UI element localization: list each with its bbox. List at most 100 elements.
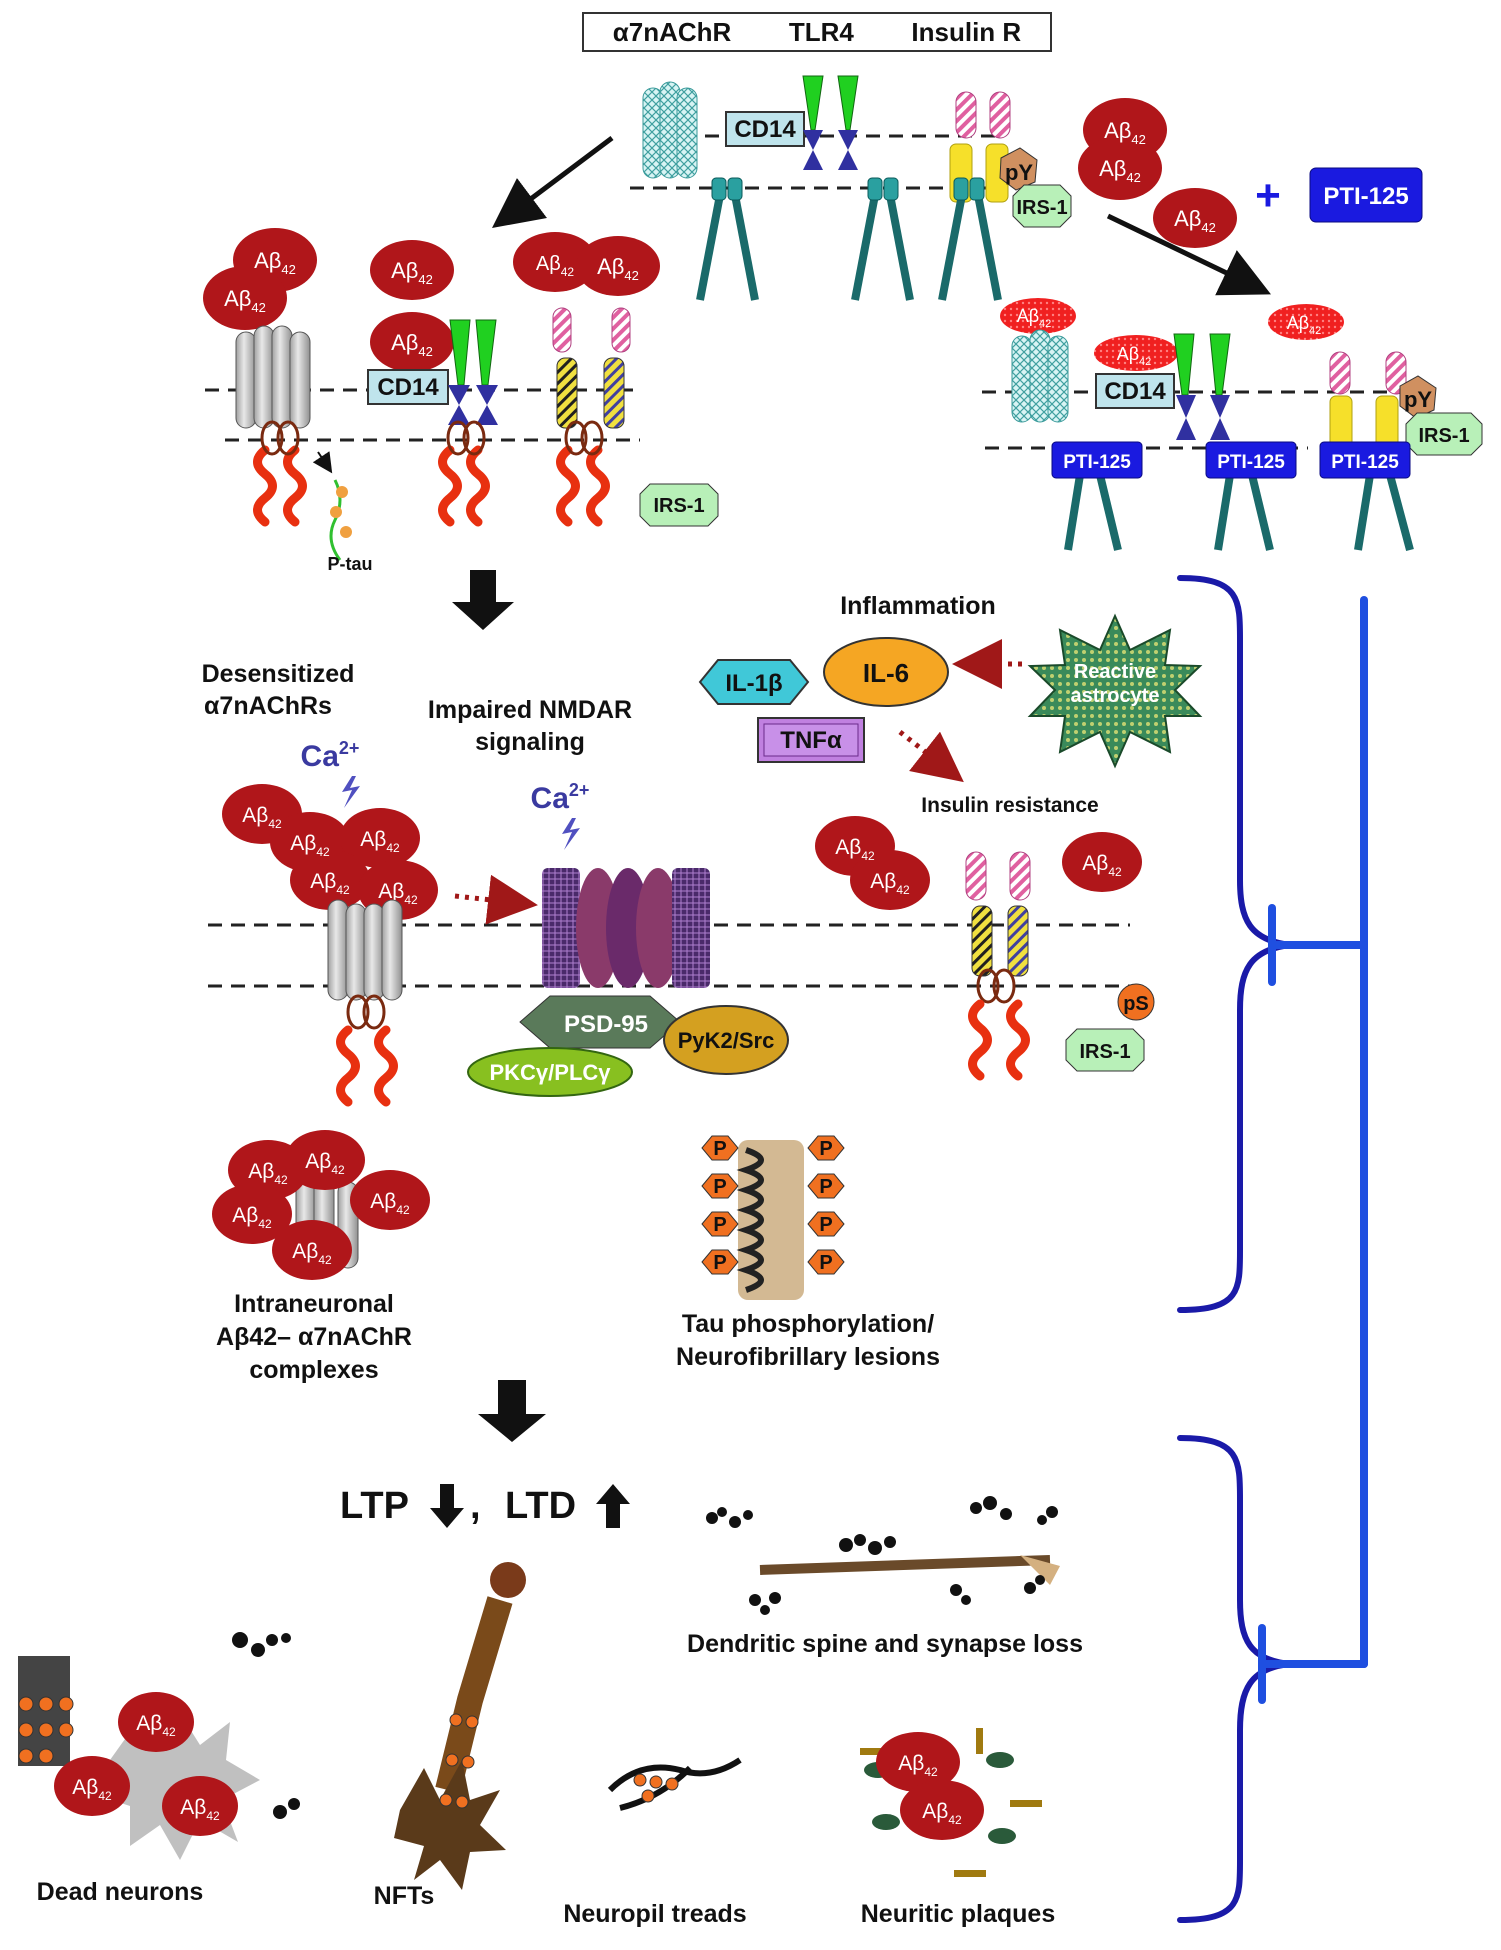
- desensitized-label-1: Desensitized: [202, 660, 355, 688]
- ab-left-4: Aβ42: [391, 330, 433, 359]
- nmdar-channel: [542, 868, 710, 988]
- plus-sign: +: [1255, 171, 1281, 220]
- pti125-top: [1309, 167, 1423, 223]
- p-6: P: [819, 1214, 832, 1236]
- ab-des-5: Aβ42: [378, 880, 418, 907]
- ps-label: pS: [1123, 993, 1149, 1015]
- ab-dead-3: Aβ42: [180, 1796, 220, 1823]
- cd14-top: [725, 111, 805, 147]
- tau-label-1: Tau phosphorylation/: [682, 1310, 934, 1338]
- ca-left: Ca2+: [301, 738, 360, 773]
- pkc-label: PKCγ/PLCγ: [489, 1060, 611, 1085]
- impaired-nmdar-label-1: Impaired NMDAR: [428, 696, 632, 724]
- intraneuronal-complexes: Aβ42 Aβ42 Aβ42 Aβ42 Aβ42 Intraneuronal A…: [212, 1130, 430, 1384]
- ab-in-3: Aβ42: [232, 1204, 272, 1231]
- ab-top-3: Aβ42: [1174, 206, 1216, 235]
- pti125-receptor-panel: Aβ42 Aβ42 CD14 Aβ42 pY IRS-1 PTI-125 PTI…: [982, 298, 1483, 552]
- pti125-top-label: PTI-125: [1323, 183, 1408, 210]
- cd14-top-label: CD14: [734, 116, 796, 143]
- neuritic-plaque-graphic: Aβ42 Aβ42 Neuritic plaques: [860, 1728, 1055, 1928]
- ab-des-3: Aβ42: [360, 828, 400, 855]
- ab-in-1: Aβ42: [248, 1160, 288, 1187]
- legend-a7nachr: α7nAChR: [612, 16, 732, 47]
- intraneuronal-label-1: Intraneuronal: [234, 1290, 394, 1318]
- pyk2-label: PyK2/Src: [678, 1028, 775, 1053]
- tnfa-label: TNFα: [780, 727, 842, 754]
- disease-receptor-panel: Aβ42 Aβ42 Aβ42 Aβ42 CD14 Aβ42 Aβ42: [203, 228, 719, 574]
- dendritic-label: Dendritic spine and synapse loss: [687, 1630, 1083, 1658]
- tau-label-2: Neurofibrillary lesions: [676, 1343, 940, 1371]
- p-8: P: [819, 1252, 832, 1274]
- nfts-label: NFTs: [374, 1882, 435, 1910]
- ab-left-1: Aβ42: [254, 248, 296, 277]
- ab-top-2: Aβ42: [1099, 156, 1141, 185]
- ab-ir-1: Aβ42: [835, 836, 875, 863]
- cd14-right-label: CD14: [1104, 378, 1166, 405]
- arrow-to-pti125-state: [1106, 213, 1272, 296]
- top-a7nachr: [642, 81, 698, 179]
- pti125-right-3: PTI-125: [1331, 452, 1399, 473]
- ab-dead-1: Aβ42: [136, 1712, 176, 1739]
- tau-phosphorylation: P P P P P P P P Tau phosphorylation/ Neu…: [676, 1135, 940, 1371]
- ab-top-1: Aβ42: [1104, 118, 1146, 147]
- top-intracellular-domains: [696, 194, 1002, 301]
- intraneuronal-label-3: complexes: [249, 1356, 378, 1384]
- dead-neurons-label: Dead neurons: [37, 1878, 204, 1906]
- inhibition-graphic: [1177, 575, 1368, 1923]
- p-4: P: [819, 1176, 832, 1198]
- top-abeta-cluster: [1078, 98, 1237, 248]
- nft-graphic: NFTs: [374, 1562, 526, 1910]
- ptau-label: P-tau: [328, 554, 373, 574]
- top-receptor-model: CD14 pY IRS-1: [630, 75, 1423, 301]
- ltp-comma: ,: [470, 1485, 481, 1527]
- ab-right-1: Aβ42: [1017, 306, 1052, 330]
- legend-tlr4: TLR4: [788, 16, 854, 47]
- pti125-right-2: PTI-125: [1217, 452, 1285, 473]
- ab-des-2: Aβ42: [290, 832, 330, 859]
- ltd-label: LTD: [505, 1485, 576, 1527]
- py-top: pY: [1005, 160, 1033, 185]
- ab-in-4: Aβ42: [370, 1190, 410, 1217]
- ab-ir-3: Aβ42: [1082, 852, 1122, 879]
- il1b-label: IL-1β: [725, 670, 782, 697]
- cd14-left: [367, 369, 449, 405]
- reactive-astrocyte-label-2: astrocyte: [1071, 685, 1160, 707]
- ab-in-5: Aβ42: [292, 1240, 332, 1267]
- irs1-mid: IRS-1: [1079, 1041, 1130, 1063]
- irs1-left: IRS-1: [653, 495, 704, 517]
- ab-left-6: Aβ42: [597, 254, 639, 283]
- down-arrow-2: [478, 1380, 546, 1442]
- irs1-top: IRS-1: [1016, 197, 1067, 219]
- neuropil-graphic: Neuropil treads: [563, 1757, 747, 1928]
- ab-plaque-1: Aβ42: [898, 1752, 938, 1779]
- ca-nmdar: Ca2+: [531, 780, 590, 815]
- reactive-astrocyte: [1027, 613, 1203, 769]
- il6-label: IL-6: [863, 658, 909, 688]
- ab-right-3: Aβ42: [1287, 313, 1322, 337]
- desensitized-label-2: α7nAChRs: [204, 692, 332, 720]
- dead-neurons-graphic: Aβ42 Aβ42 Aβ42 Dead neurons: [18, 1632, 300, 1906]
- p-3: P: [713, 1176, 726, 1198]
- ab-in-2: Aβ42: [305, 1150, 345, 1177]
- cd14-right: [1095, 373, 1175, 409]
- neuropil-label: Neuropil treads: [563, 1900, 746, 1928]
- impaired-nmdar-label-2: signaling: [475, 728, 585, 756]
- pti125-right-1: PTI-125: [1063, 452, 1131, 473]
- ab-left-2: Aβ42: [224, 286, 266, 315]
- ltp-label: LTP: [340, 1485, 409, 1527]
- reactive-astrocyte-label-1: Reactive: [1074, 661, 1156, 683]
- synapse-membrane-panel: Ca2+ Ca2+ Aβ42 Aβ42 Aβ42 Aβ42 Aβ42: [208, 738, 1155, 1107]
- ab-des-1: Aβ42: [242, 804, 282, 831]
- top-tlr4: [802, 75, 859, 170]
- legend-insulin-r: Insulin R: [911, 16, 1022, 47]
- insulin-resistance-label: Insulin resistance: [921, 794, 1098, 817]
- psd95-label: PSD-95: [564, 1011, 648, 1038]
- inflammation-panel: Inflammation IL-1β IL-6 TNFα Reactive as…: [698, 592, 1203, 817]
- cd14-left-label: CD14: [377, 374, 439, 401]
- ab-left-3: Aβ42: [391, 258, 433, 287]
- p-7: P: [713, 1252, 726, 1274]
- py-right: pY: [1404, 387, 1432, 412]
- intraneuronal-label-2: Aβ42– α7nAChR: [216, 1323, 412, 1351]
- ab-left-5: Aβ42: [536, 253, 575, 279]
